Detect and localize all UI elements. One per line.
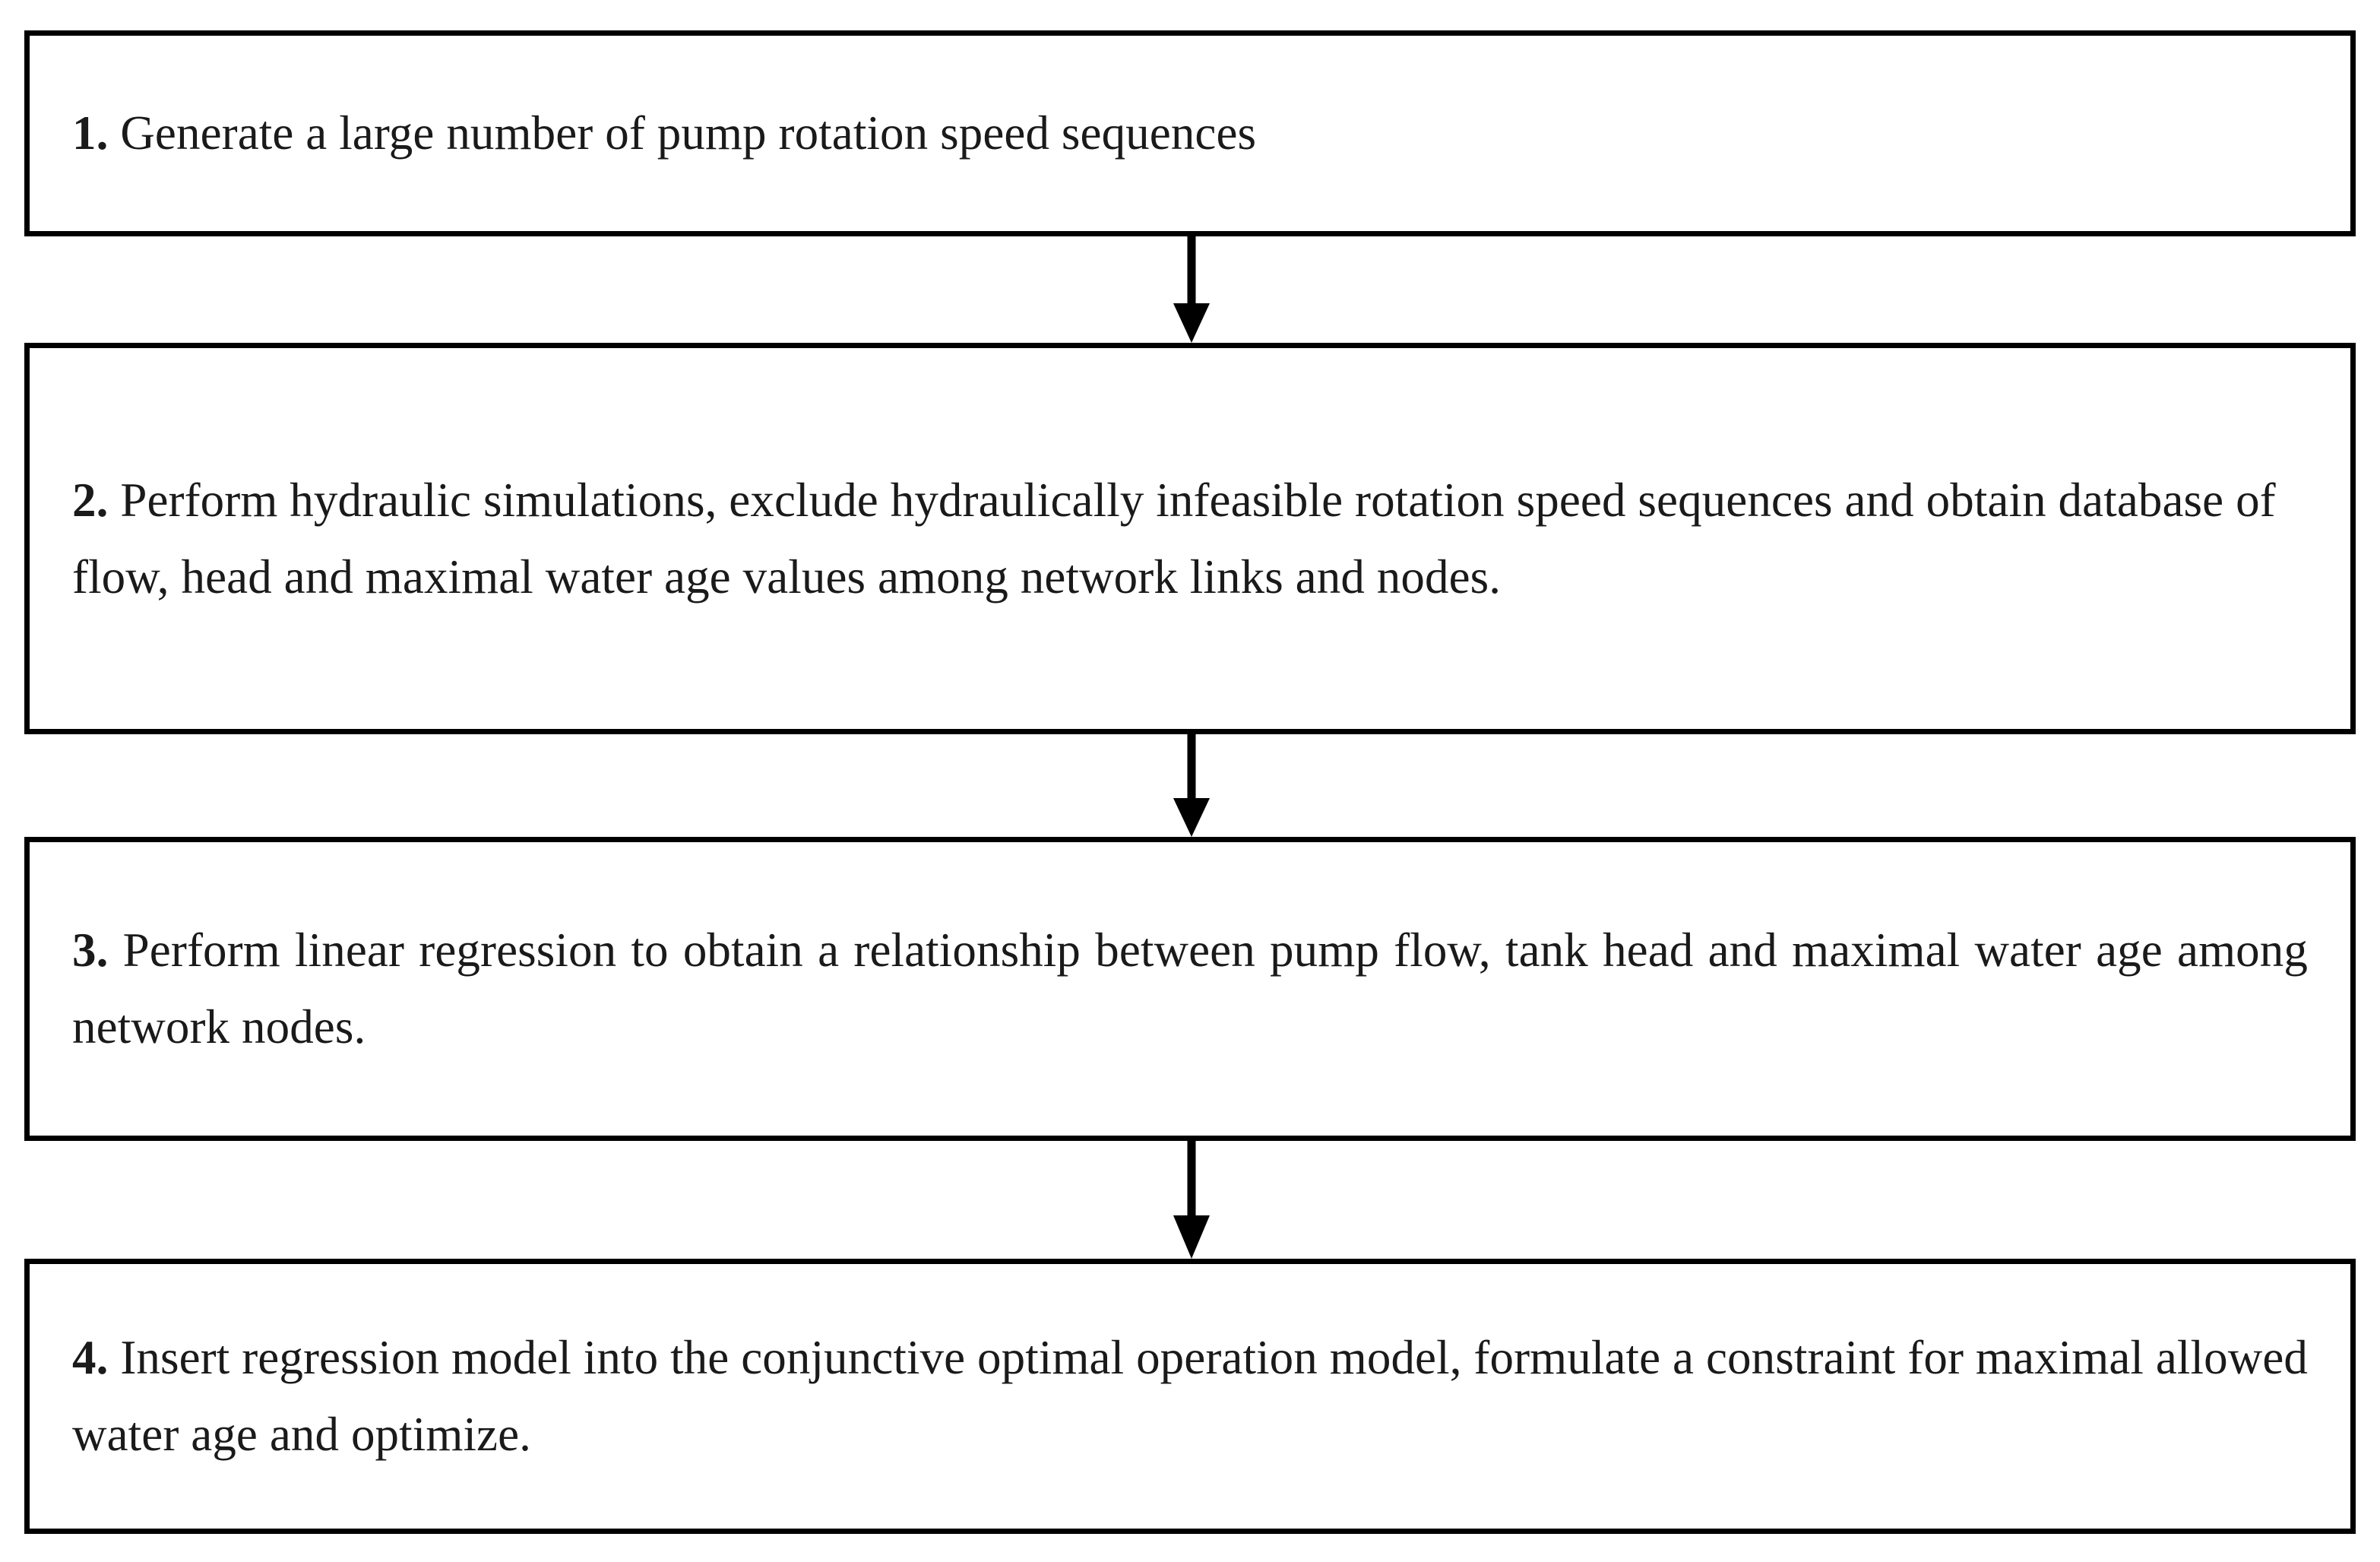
flowchart-step-2-text: 2. Perform hydraulic simulations, exclud… xyxy=(30,462,2350,616)
flowchart-step-2-box: 2. Perform hydraulic simulations, exclud… xyxy=(24,343,2356,734)
flowchart-step-2-number: 2. xyxy=(72,473,109,527)
flowchart-step-3-label: Perform linear regression to obtain a re… xyxy=(72,924,2308,1053)
flowchart-connector-1 xyxy=(1172,236,1211,343)
flowchart-step-3-number: 3. xyxy=(72,924,109,977)
flowchart-connector-2 xyxy=(1172,734,1211,837)
flowchart-connector-3 xyxy=(1172,1141,1211,1259)
flowchart-step-4-text: 4. Insert regression model into the conj… xyxy=(30,1320,2350,1473)
flowchart-step-3-text: 3. Perform linear regression to obtain a… xyxy=(30,912,2350,1066)
flowchart-step-4-box: 4. Insert regression model into the conj… xyxy=(24,1259,2356,1534)
flowchart-step-1-label: Generate a large number of pump rotation… xyxy=(120,106,1257,160)
flowchart-step-1-number: 1. xyxy=(72,106,109,160)
flowchart-step-4-label: Insert regression model into the conjunc… xyxy=(72,1331,2308,1461)
flowchart-step-4-number: 4. xyxy=(72,1331,109,1384)
flowchart-step-2-label: Perform hydraulic simulations, exclude h… xyxy=(72,473,2276,604)
flowchart-step-1-box: 1. Generate a large number of pump rotat… xyxy=(24,30,2356,236)
flowchart-step-3-box: 3. Perform linear regression to obtain a… xyxy=(24,837,2356,1141)
flowchart-step-1-text: 1. Generate a large number of pump rotat… xyxy=(30,95,2350,172)
